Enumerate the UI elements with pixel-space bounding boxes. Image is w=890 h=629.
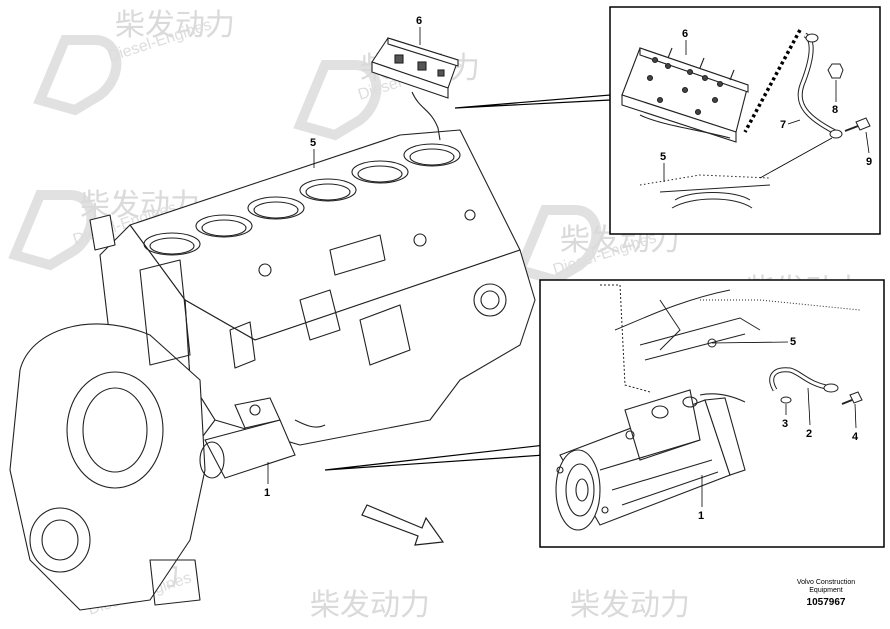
watermark-logo-icon xyxy=(33,35,122,116)
drawing-part-number: 1057967 xyxy=(806,597,846,608)
callout-5-main: 5 xyxy=(310,137,316,149)
callout-7-inset: 7 xyxy=(780,119,786,131)
main-callouts: 6 5 1 xyxy=(264,15,422,499)
starter-motor-main xyxy=(199,397,326,479)
inset-top-ecu-detail: 6 7 8 9 5 xyxy=(609,6,881,235)
ecu-module-main xyxy=(371,37,459,141)
callout-6-main: 6 xyxy=(416,15,422,27)
callout-8-inset: 8 xyxy=(832,104,838,116)
watermark-cn-8: 柴发动力 xyxy=(570,588,690,623)
watermark-cn-1: 柴发动力 xyxy=(115,8,235,43)
direction-arrow-icon xyxy=(361,504,445,546)
callout-1-main: 1 xyxy=(264,487,270,499)
callout-5-inset-bottom: 5 xyxy=(790,336,796,348)
callout-6-inset: 6 xyxy=(682,28,688,40)
callout-9-inset: 9 xyxy=(866,156,872,168)
callout-5-inset-top: 5 xyxy=(660,151,666,163)
watermark-logo-icon xyxy=(8,190,97,271)
watermark-logo-icon xyxy=(293,60,382,141)
inset-bottom-starter-detail: 5 2 3 4 1 xyxy=(539,279,885,548)
credit-company-line2: Equipment xyxy=(809,587,843,594)
watermark-cn-7: 柴发动力 xyxy=(310,588,430,623)
callout-1-inset: 1 xyxy=(698,510,704,522)
callout-4-inset: 4 xyxy=(852,431,859,443)
callout-2-inset: 2 xyxy=(806,428,812,440)
watermark-logo-icon xyxy=(513,205,602,286)
engine-block-drawing xyxy=(9,129,536,611)
callout-3-inset: 3 xyxy=(782,418,788,430)
credit-company-line1: Volvo Construction xyxy=(796,579,856,586)
